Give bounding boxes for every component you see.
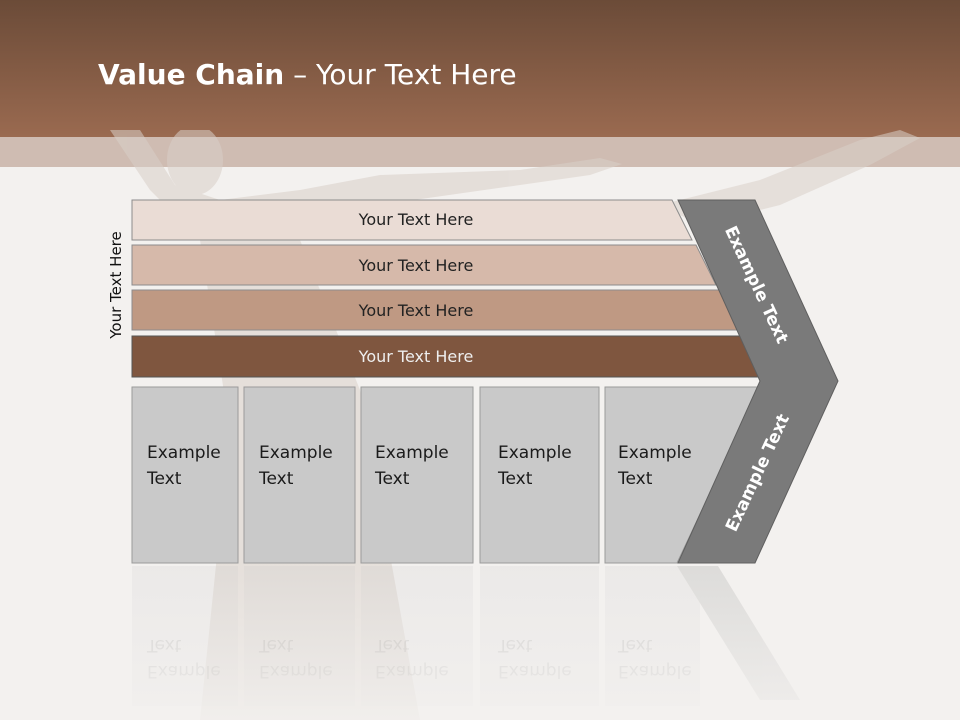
header-bar [0,0,960,137]
column-box-1 [131,386,239,564]
row-label-3: Your Text Here [358,301,474,320]
row-label-1: Your Text Here [358,210,474,229]
value-chevron [677,199,839,564]
page-title: Value Chain – Your Text Here [98,58,517,91]
side-label: Your Text Here [107,231,125,339]
row-label-4: Your Text Here [358,347,474,366]
reflection-fade [0,560,960,720]
column-box-4 [479,386,600,564]
column-box-3 [360,386,474,564]
row-bar-1 [131,199,693,241]
row-label-2: Your Text Here [358,256,474,275]
